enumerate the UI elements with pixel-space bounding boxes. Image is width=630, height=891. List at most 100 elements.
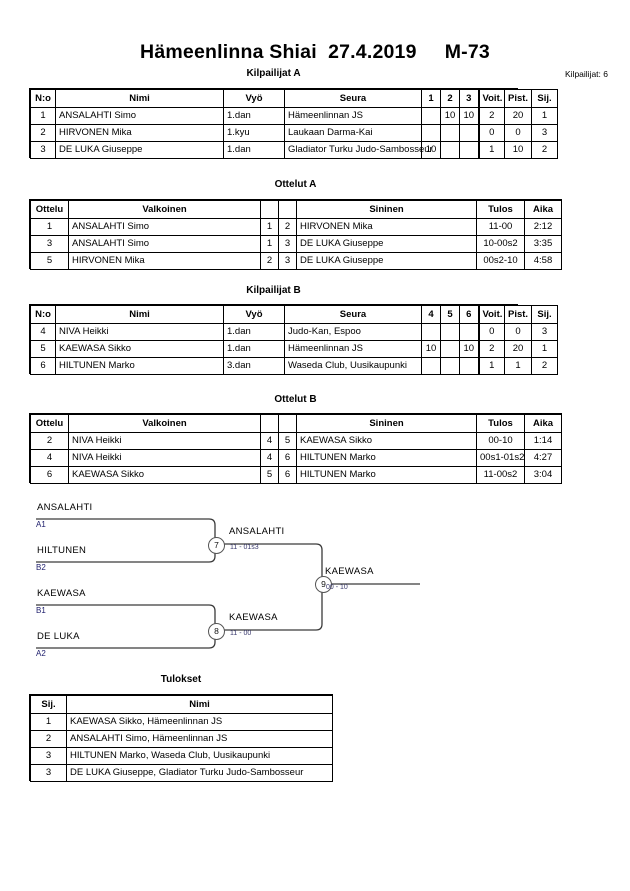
cell-name: DE LUKA Giuseppe — [55, 141, 224, 159]
cell-club: Gladiator Turku Judo-Sambosseur — [284, 141, 433, 159]
col-belt: Vyö — [223, 89, 285, 108]
pool-b-caption: Kilpailijat B — [246, 285, 301, 296]
results-table: Sij. Nimi 1 KAEWASA Sikko, Hämeenlinnan … — [30, 695, 333, 782]
table-row: 4 NIVA Heikki 4 6 HILTUNEN Marko 00s1-01… — [30, 449, 562, 467]
cell-blue: DE LUKA Giuseppe — [296, 252, 477, 270]
cell-belt: 1.kyu — [223, 124, 285, 142]
cell-m6: 10 — [459, 340, 479, 358]
col-m2: 2 — [440, 89, 460, 108]
cell-wins: 0 — [477, 124, 505, 142]
cell-time: 1:14 — [524, 432, 562, 450]
cell-club-text: Waseda Club, Uusikaupunki — [288, 360, 407, 371]
cell-m3: 10 — [459, 107, 479, 125]
table-row: 3 ANSALAHTI Simo 1 3 DE LUKA Giuseppe 10… — [30, 235, 562, 253]
cell-m6 — [459, 357, 479, 375]
col-rank: Sij. — [531, 305, 558, 324]
cell-no: 2 — [30, 124, 56, 142]
cell-no: 4 — [30, 323, 56, 341]
cell-rank: 3 — [30, 764, 67, 782]
cell-belt: 1.dan — [223, 141, 285, 159]
cell-wno: 4 — [260, 449, 279, 467]
pool-a-caption: Kilpailijat A — [246, 68, 301, 79]
cell-wins: 1 — [477, 141, 505, 159]
table-row: 1 KAEWASA Sikko, Hämeenlinnan JS — [30, 713, 333, 731]
col-bno — [278, 200, 297, 219]
cell-rank: 2 — [531, 141, 558, 159]
cell-result: 10-00s2 — [476, 235, 525, 253]
col-no: N:o — [30, 89, 56, 108]
cell-points: 20 — [504, 340, 532, 358]
cell-no: 6 — [30, 357, 56, 375]
table-row: 6 HILTUNEN Marko 3.dan Waseda Club, Uusi… — [30, 357, 558, 375]
cell-time: 2:12 — [524, 218, 562, 236]
cell-blue: HIRVONEN Mika — [296, 218, 477, 236]
table-row: 3 DE LUKA Giuseppe, Gladiator Turku Judo… — [30, 764, 333, 782]
cell-m5 — [440, 340, 460, 358]
table-row: 3 DE LUKA Giuseppe 1.dan Gladiator Turku… — [30, 141, 558, 159]
cell-wins: 0 — [477, 323, 505, 341]
bracket-winner-name: KAEWASA — [229, 612, 278, 623]
cell-points: 20 — [504, 107, 532, 125]
pool-a-table: N:o Nimi Vyö Seura 1 2 3 Voit. Pist. Sij… — [30, 89, 558, 159]
cell-white: HIRVONEN Mika — [68, 252, 261, 270]
table-row: 2 ANSALAHTI Simo, Hämeenlinnan JS — [30, 730, 333, 748]
cell-bno: 2 — [278, 218, 297, 236]
col-points: Pist. — [504, 89, 532, 108]
cell-name: NIVA Heikki — [55, 323, 224, 341]
cell-wno: 2 — [260, 252, 279, 270]
cell-bno: 3 — [278, 252, 297, 270]
matches-a-header-row: Ottelu Valkoinen Sininen Tulos Aika — [30, 200, 562, 219]
cell-name: HIRVONEN Mika — [55, 124, 224, 142]
cell-match: 5 — [30, 252, 69, 270]
bracket-final-winner: KAEWASA — [325, 566, 374, 577]
cell-club: Waseda Club, Uusikaupunki — [284, 357, 422, 375]
col-m4: 4 — [421, 305, 441, 324]
table-row: 3 HILTUNEN Marko, Waseda Club, Uusikaupu… — [30, 747, 333, 765]
cell-name: ANSALAHTI Simo, Hämeenlinnan JS — [66, 730, 333, 748]
col-blue: Sininen — [296, 200, 477, 219]
cell-time: 3:04 — [524, 466, 562, 484]
bracket-entry-name: ANSALAHTI — [37, 502, 93, 513]
cell-blue: HILTUNEN Marko — [296, 466, 477, 484]
cell-match: 3 — [30, 235, 69, 253]
col-time: Aika — [524, 200, 562, 219]
cell-bno: 3 — [278, 235, 297, 253]
cell-result: 00s1-01s2 — [476, 449, 525, 467]
cell-time: 4:27 — [524, 449, 562, 467]
matches-b-caption: Ottelut B — [274, 394, 317, 405]
cell-time: 3:35 — [524, 235, 562, 253]
cell-no: 1 — [30, 107, 56, 125]
table-row: 5 HIRVONEN Mika 2 3 DE LUKA Giuseppe 00s… — [30, 252, 562, 270]
cell-bno: 5 — [278, 432, 297, 450]
pool-b-table: N:o Nimi Vyö Seura 4 5 6 Voit. Pist. Sij… — [30, 305, 558, 375]
cell-wins: 1 — [477, 357, 505, 375]
table-row: 4 NIVA Heikki 1.dan Judo-Kan, Espoo 0 0 … — [30, 323, 558, 341]
cell-match: 4 — [30, 449, 69, 467]
cell-wno: 4 — [260, 432, 279, 450]
bracket-entry-seed: B1 — [36, 606, 46, 615]
cell-blue: KAEWASA Sikko — [296, 432, 477, 450]
table-row: 2 NIVA Heikki 4 5 KAEWASA Sikko 00-10 1:… — [30, 432, 562, 450]
cell-m5 — [440, 357, 460, 375]
col-belt: Vyö — [223, 305, 285, 324]
cell-time: 4:58 — [524, 252, 562, 270]
cell-m1 — [421, 124, 441, 142]
cell-blue: HILTUNEN Marko — [296, 449, 477, 467]
cell-match: 2 — [30, 432, 69, 450]
cell-m4 — [421, 357, 441, 375]
cell-rank: 2 — [531, 357, 558, 375]
cell-white: NIVA Heikki — [68, 449, 261, 467]
col-club: Seura — [284, 305, 422, 324]
cell-m2 — [440, 141, 460, 159]
elimination-bracket: ANSALAHTI A1 HILTUNEN B2 KAEWASA B1 DE L… — [0, 492, 630, 677]
bracket-entry-name: DE LUKA — [37, 631, 80, 642]
cell-wins: 2 — [477, 107, 505, 125]
cell-bno: 6 — [278, 449, 297, 467]
cell-wno: 1 — [260, 235, 279, 253]
col-m1: 1 — [421, 89, 441, 108]
bracket-entry-name: KAEWASA — [37, 588, 86, 599]
pool-a-header-row: N:o Nimi Vyö Seura 1 2 3 Voit. Pist. Sij… — [30, 89, 558, 108]
bracket-lines — [36, 518, 420, 649]
col-blue: Sininen — [296, 414, 477, 433]
cell-name: DE LUKA Giuseppe, Gladiator Turku Judo-S… — [66, 764, 333, 782]
